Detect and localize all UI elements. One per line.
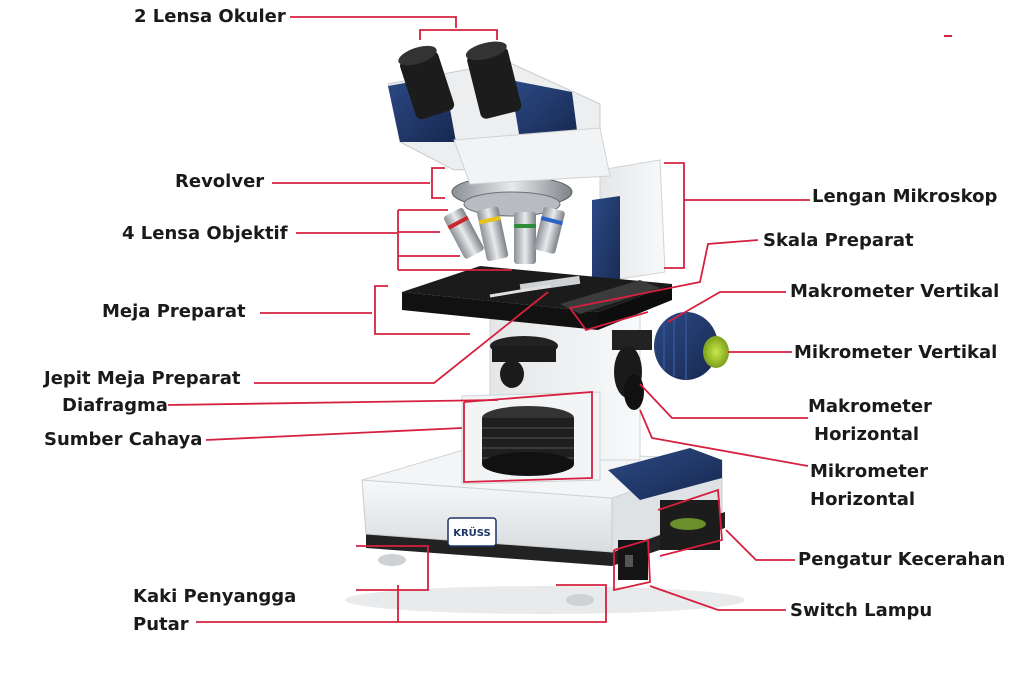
leader-okuler-bracket [419, 29, 498, 40]
brightness-dial [670, 518, 706, 530]
leader-kaki-box-center [556, 584, 607, 623]
leader-makrometer-h [639, 383, 808, 419]
diaphragm-lever [500, 360, 524, 388]
focus-shaft [612, 330, 652, 350]
label-lengan-mikroskop: Lengan Mikroskop [812, 186, 998, 207]
leader-switch [649, 585, 786, 611]
eyepiece-left [398, 45, 455, 120]
label-makrometer-horizontal-line1: Makrometer [808, 396, 932, 417]
label-makrometer-vertikal: Makrometer Vertikal [790, 281, 1000, 302]
leader-pengatur [725, 529, 795, 561]
leader-jepit [254, 291, 549, 384]
stage-slide [489, 284, 551, 298]
leader-kaki-box-left [356, 545, 429, 591]
leader-switch-box [613, 538, 651, 592]
lamp-bottom [482, 452, 574, 476]
eyepiece-right [465, 41, 522, 119]
fine-knob-left [624, 374, 644, 410]
leader-sumber [205, 427, 463, 441]
brand-plate [447, 517, 497, 547]
head-neck [453, 127, 611, 185]
coarse-knob-ridges [663, 312, 687, 380]
label-lensa-okuler: 2 Lensa Okuler [134, 6, 286, 27]
label-mikrometer-horizontal-line1: Mikrometer [810, 461, 928, 482]
stage-side [598, 284, 672, 330]
leader-okuler [290, 16, 457, 28]
label-kaki-penyangga-line1: Kaki Penyangga [133, 586, 297, 607]
label-lensa-objektif: 4 Lensa Objektif [122, 223, 288, 244]
floor-shadow [345, 586, 745, 614]
label-sumber-cahaya: Sumber Cahaya [44, 429, 203, 450]
label-pengatur-kecerahan: Pengatur Kecerahan [798, 549, 1006, 570]
foot-left [378, 554, 406, 566]
leader-sumber-box [463, 391, 593, 483]
label-mikrometer-vertikal: Mikrometer Vertikal [794, 342, 998, 363]
label-meja-preparat: Meja Preparat [102, 301, 246, 322]
brand-text: KRÜSS [453, 525, 491, 539]
base-blue-accent [608, 448, 722, 500]
label-mikrometer-horizontal-line2: Horizontal [810, 489, 916, 510]
leader-revolver-bracket [431, 167, 445, 199]
switch-button [625, 555, 633, 567]
label-skala-preparat: Skala Preparat [763, 230, 914, 251]
leader-lines [167, 16, 810, 623]
arm-blue-edge [592, 196, 620, 304]
condenser-body [492, 346, 556, 362]
label-revolver: Revolver [175, 171, 265, 192]
label-diafragma: Diafragma [62, 395, 168, 416]
label-jepit-meja-preparat: Jepit Meja Preparat [44, 368, 241, 389]
leader-makrometer-v [667, 291, 786, 323]
leader-skala [568, 239, 759, 332]
fine-knob-right [703, 336, 729, 368]
leader-mikrometer-h [639, 409, 809, 467]
objective-lenses [443, 206, 565, 264]
stage-front [402, 292, 598, 330]
head-blue-right [510, 80, 578, 140]
label-kaki-penyangga-line2: Putar [133, 614, 189, 635]
label-switch-lampu: Switch Lampu [790, 600, 933, 621]
foot-center [566, 594, 594, 606]
leader-lengan-bracket [664, 162, 685, 269]
label-makrometer-horizontal-line2: Horizontal [814, 424, 920, 445]
leader-meja-bracket [374, 285, 470, 335]
leader-pengatur-box [657, 488, 723, 557]
leader-diafragma [167, 399, 499, 406]
